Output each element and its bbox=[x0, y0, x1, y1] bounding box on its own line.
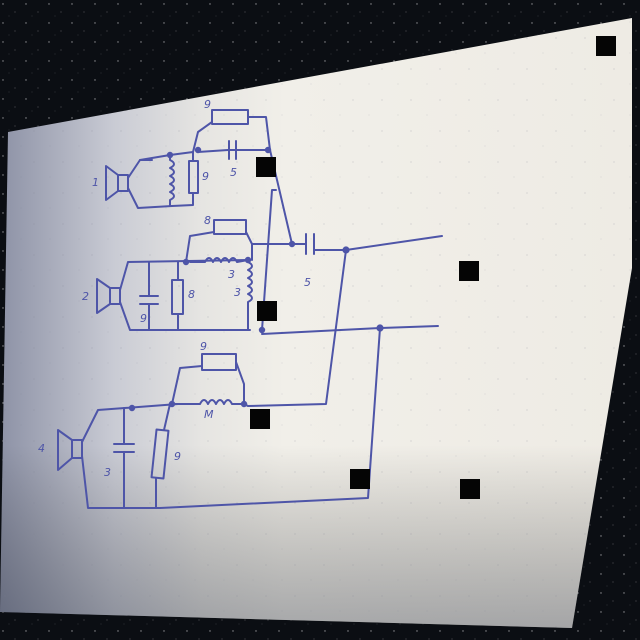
label-r-branch3-top: 9 bbox=[200, 340, 207, 353]
inductor-branch-3 bbox=[171, 399, 247, 405]
label-r-top: 9 bbox=[204, 98, 211, 111]
label-c-out: 5 bbox=[304, 276, 311, 289]
node bbox=[244, 256, 252, 264]
label-l-branch3: M bbox=[204, 408, 214, 421]
redaction-box bbox=[257, 301, 277, 321]
label-c-top: 5 bbox=[230, 166, 237, 179]
label-c-branch3: 3 bbox=[104, 466, 111, 479]
capacitor-driver-2-shunt bbox=[139, 261, 159, 331]
inductor-branch-2-shunt bbox=[247, 261, 253, 331]
node bbox=[128, 404, 136, 412]
driver-4-speaker-icon bbox=[57, 429, 83, 471]
label-c-branch2-shunt: 9 bbox=[140, 312, 147, 325]
driver-1-speaker-icon bbox=[105, 165, 129, 201]
node bbox=[168, 400, 176, 408]
driver-4-resistor-wires bbox=[155, 403, 171, 509]
resistor-top-right bbox=[247, 116, 271, 151]
redaction-box bbox=[350, 469, 370, 489]
node bbox=[194, 146, 202, 154]
redaction-box bbox=[459, 261, 479, 281]
label-l-branch2-series: 3 bbox=[228, 268, 235, 281]
inductor-branch-2-series bbox=[189, 257, 249, 263]
bus-line-bottom bbox=[159, 327, 381, 509]
label-r-branch2-shunt: 8 bbox=[188, 288, 195, 301]
label-r-branch3-shunt: 9 bbox=[174, 450, 181, 463]
node bbox=[166, 151, 174, 159]
node bbox=[240, 400, 248, 408]
node bbox=[182, 258, 190, 266]
driver-2-speaker-icon bbox=[96, 278, 121, 314]
driver-4-wires bbox=[81, 403, 179, 509]
node bbox=[264, 146, 272, 154]
redaction-box bbox=[250, 409, 270, 429]
schematic-labels: 1 2 4 9 9 5 8 3 3 9 8 5 9 M 3 9 bbox=[38, 98, 311, 479]
capacitor-driver-4-shunt bbox=[113, 407, 135, 509]
redaction-box bbox=[256, 157, 276, 177]
circuit-schematic bbox=[57, 109, 443, 509]
label-r-branch1: 9 bbox=[202, 170, 209, 183]
label-l-branch2-shunt: 3 bbox=[234, 286, 241, 299]
label-r-branch2-top: 8 bbox=[204, 214, 211, 227]
redaction-box bbox=[460, 479, 480, 499]
redaction-boxes bbox=[250, 36, 616, 499]
resistor-driver-4-shunt bbox=[150, 428, 170, 480]
label-driver-2: 2 bbox=[82, 290, 89, 303]
bus-line-top bbox=[247, 249, 347, 407]
label-driver-4: 4 bbox=[38, 442, 45, 455]
driver-1-shunt-inductor bbox=[169, 154, 175, 207]
branch-2-rail-to-top bbox=[251, 189, 293, 331]
node bbox=[258, 326, 266, 334]
resistor-branch-2-top bbox=[213, 219, 247, 235]
label-driver-1: 1 bbox=[92, 176, 99, 189]
redaction-box bbox=[596, 36, 616, 56]
paper-speckle bbox=[0, 18, 632, 628]
resistor-branch-3-top-wires bbox=[171, 361, 245, 405]
resistor-branch-3-top bbox=[201, 353, 237, 371]
driver-2-wires bbox=[119, 259, 251, 331]
